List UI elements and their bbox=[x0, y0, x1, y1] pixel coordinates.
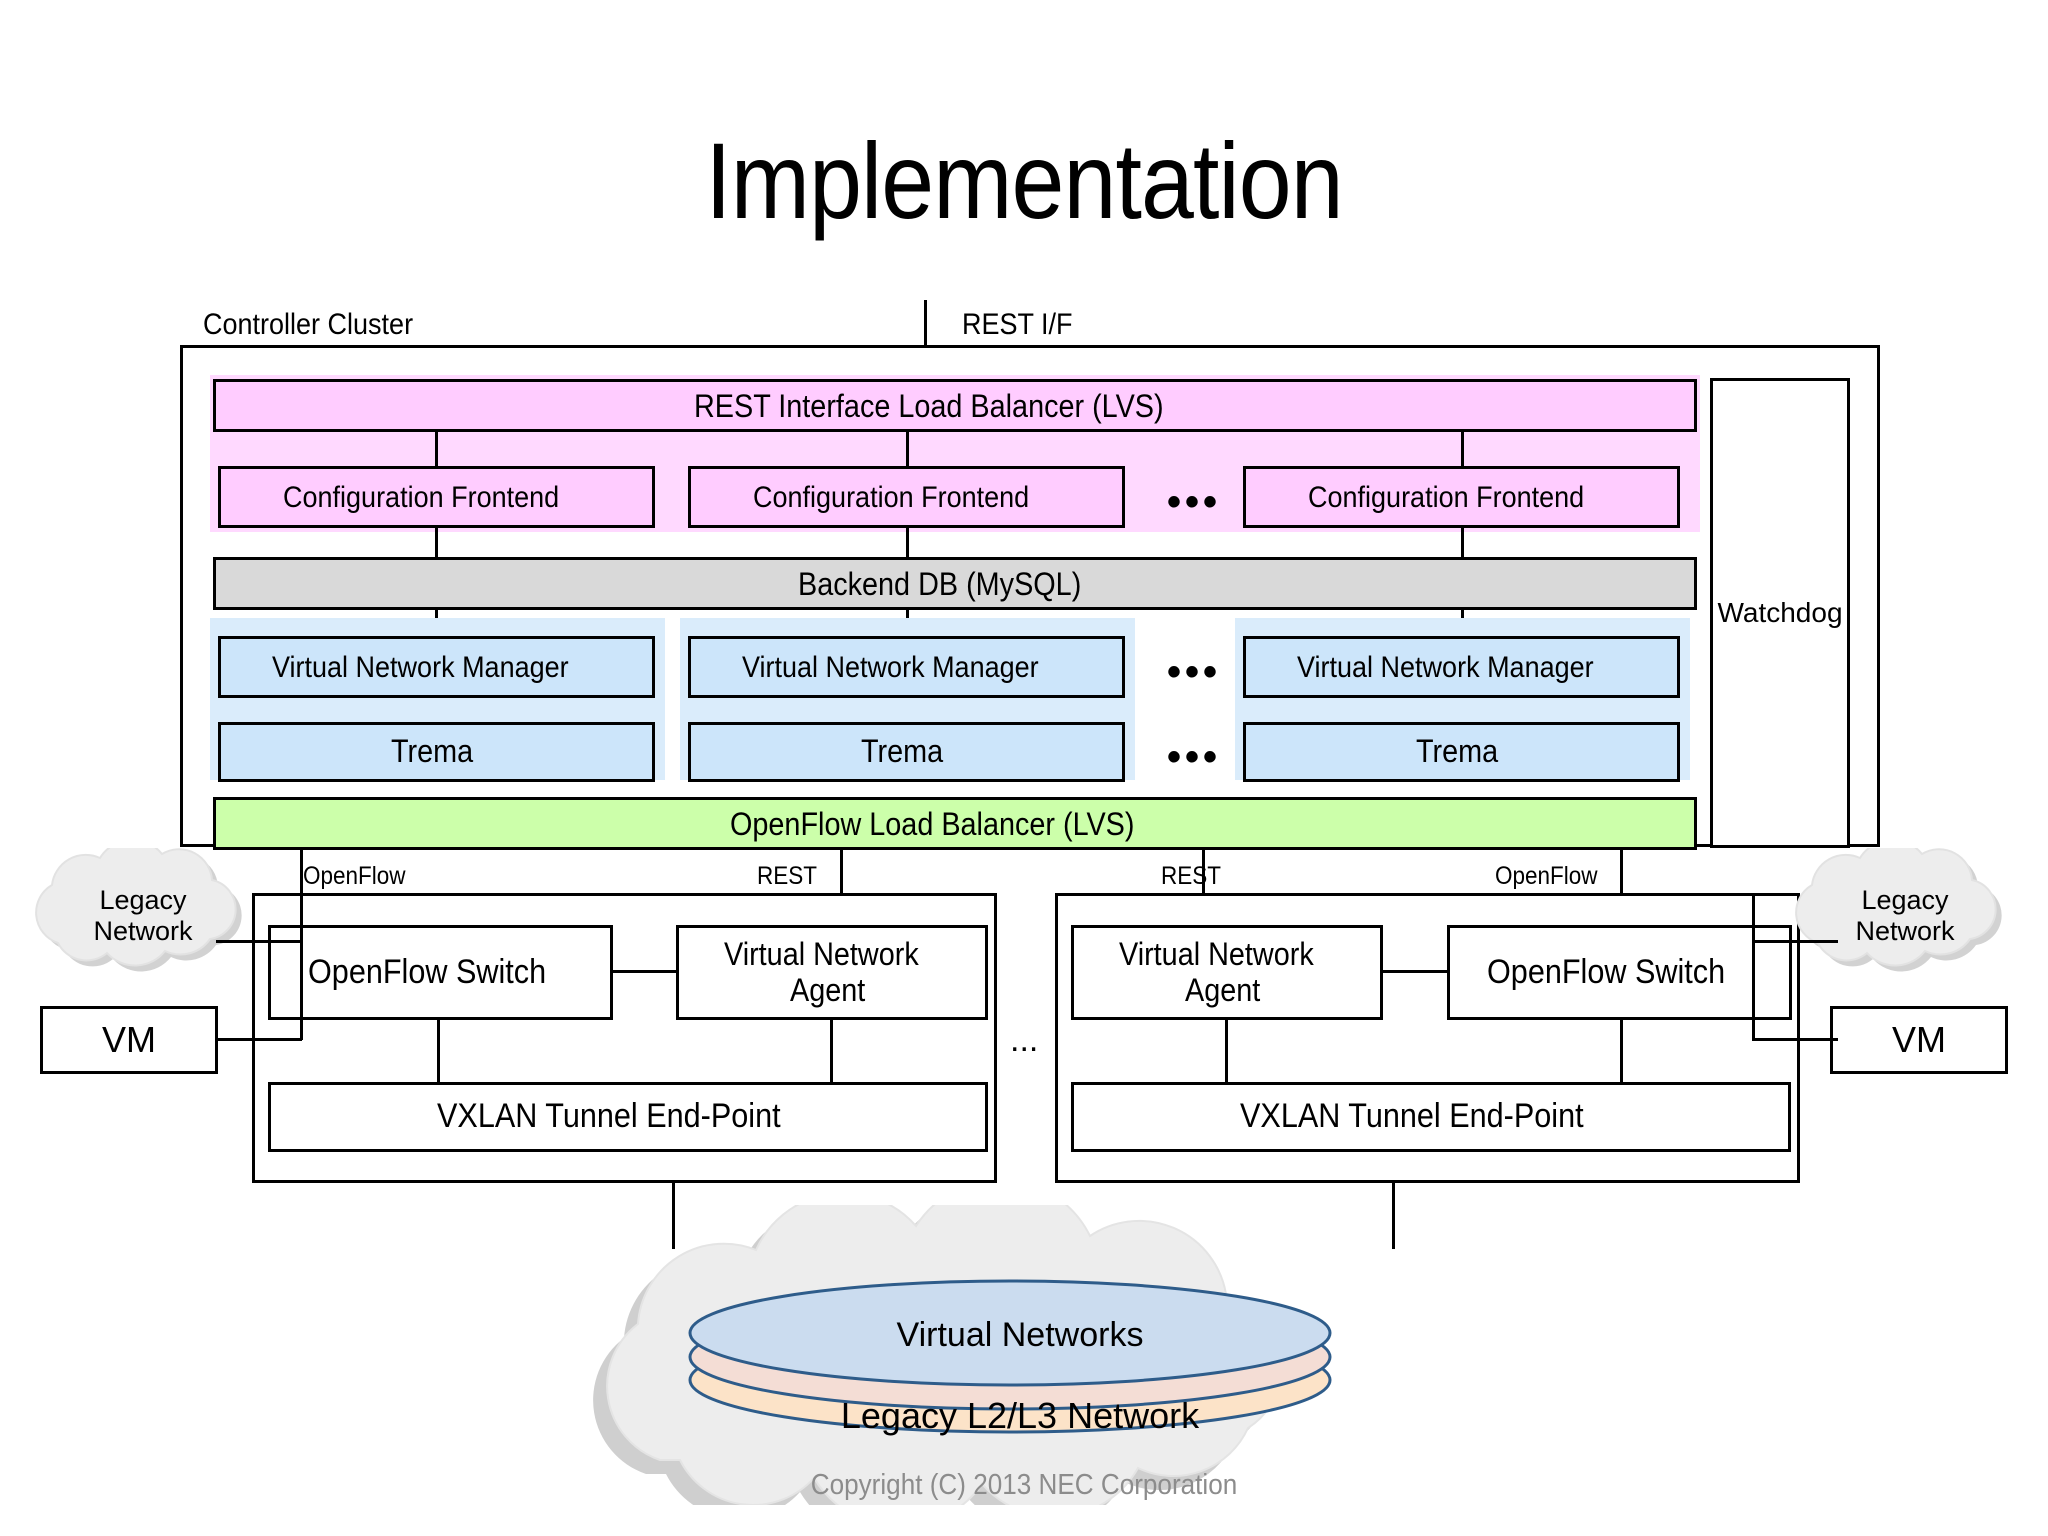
configuration-frontend-3-label: Configuration Frontend bbox=[1308, 480, 1585, 514]
vm-right-label: VM bbox=[1892, 1019, 1946, 1061]
connector-rest-right bbox=[1202, 847, 1205, 894]
right-openflow-switch[interactable]: OpenFlow Switch bbox=[1447, 925, 1792, 1020]
interface-label-rest-right: REST bbox=[1161, 862, 1222, 890]
connector-right-edge-vertical bbox=[1752, 894, 1755, 1040]
rest-if-label: REST I/F bbox=[962, 308, 1073, 341]
connector-vm-left-switch bbox=[216, 1038, 302, 1041]
connector-legacy-left-switch bbox=[216, 940, 302, 943]
rest-if-tick-line bbox=[924, 300, 927, 348]
connector-legacy-right-switch bbox=[1752, 940, 1838, 943]
trema-3-label: Trema bbox=[1415, 733, 1498, 770]
virtual-network-manager-1-label: Virtual Network Manager bbox=[271, 650, 569, 684]
legacy-left-line2: Network bbox=[93, 916, 193, 947]
legacy-network-cloud-right bbox=[1795, 848, 2002, 972]
interface-label-openflow-right: OpenFlow bbox=[1495, 862, 1598, 890]
connector-lvs-fe-1 bbox=[435, 432, 438, 470]
connector-vm-right-switch bbox=[1752, 1038, 1838, 1041]
configuration-frontend-3[interactable]: Configuration Frontend bbox=[1243, 466, 1680, 528]
openflow-load-balancer-band[interactable]: OpenFlow Load Balancer (LVS) bbox=[213, 797, 1697, 850]
trema-ellipsis: ••• bbox=[1167, 735, 1222, 779]
connector-right-switch-vtep bbox=[1620, 1019, 1623, 1083]
rest-load-balancer-band[interactable]: REST Interface Load Balancer (LVS) bbox=[213, 379, 1697, 432]
connector-lvs-fe-2 bbox=[906, 432, 909, 470]
connector-fe-db-2 bbox=[906, 528, 909, 560]
copyright-notice: Copyright (C) 2013 NEC Corporation bbox=[810, 1469, 1238, 1501]
right-agent-label-line2: Agent bbox=[1185, 971, 1261, 1008]
right-vtep-label: VXLAN Tunnel End-Point bbox=[1240, 1097, 1584, 1136]
connector-fe-db-1 bbox=[435, 528, 438, 560]
connector-right-agent-vtep bbox=[1225, 1019, 1228, 1083]
left-virtual-network-agent[interactable]: Virtual Network Agent bbox=[676, 925, 988, 1020]
left-agent-label-line2: Agent bbox=[790, 971, 866, 1008]
trema-2-label: Trema bbox=[860, 733, 943, 770]
connector-left-switch-vtep bbox=[437, 1019, 440, 1083]
legacy-l2l3-cloud bbox=[593, 1205, 1332, 1505]
trema-2[interactable]: Trema bbox=[688, 722, 1125, 782]
trema-1-label: Trema bbox=[390, 733, 473, 770]
connector-openflow-right bbox=[1620, 847, 1623, 894]
connector-openflow-left bbox=[300, 847, 303, 894]
right-openflow-switch-label: OpenFlow Switch bbox=[1487, 952, 1726, 991]
virtual-network-manager-3-label: Virtual Network Manager bbox=[1296, 650, 1594, 684]
vm-left[interactable]: VM bbox=[40, 1006, 218, 1074]
rest-load-balancer-label: REST Interface Load Balancer (LVS) bbox=[694, 387, 1164, 424]
server-group-ellipsis: ... bbox=[1010, 1021, 1039, 1059]
left-openflow-switch[interactable]: OpenFlow Switch bbox=[268, 925, 613, 1020]
virtual-network-manager-2-label: Virtual Network Manager bbox=[741, 650, 1039, 684]
legacy-right-line2: Network bbox=[1855, 916, 1955, 947]
vnm-ellipsis: ••• bbox=[1167, 650, 1222, 694]
trema-1[interactable]: Trema bbox=[218, 722, 655, 782]
connector-lvs-fe-3 bbox=[1461, 432, 1464, 470]
vm-right[interactable]: VM bbox=[1830, 1006, 2008, 1074]
page-title: Implementation bbox=[705, 120, 1343, 241]
configuration-frontend-2[interactable]: Configuration Frontend bbox=[688, 466, 1125, 528]
right-virtual-network-agent[interactable]: Virtual Network Agent bbox=[1071, 925, 1383, 1020]
legacy-network-cloud-right-text: Legacy Network bbox=[1800, 885, 2010, 947]
backend-db-label: Backend DB (MySQL) bbox=[797, 565, 1081, 602]
legacy-l2l3-network-label: Legacy L2/L3 Network bbox=[840, 1395, 1200, 1436]
configuration-frontend-1[interactable]: Configuration Frontend bbox=[218, 466, 655, 528]
interface-label-rest-left: REST bbox=[757, 862, 818, 890]
openflow-load-balancer-label: OpenFlow Load Balancer (LVS) bbox=[730, 805, 1135, 842]
virtual-network-manager-1[interactable]: Virtual Network Manager bbox=[218, 636, 655, 698]
connector-left-edge-vertical bbox=[300, 894, 303, 1040]
virtual-network-manager-2[interactable]: Virtual Network Manager bbox=[688, 636, 1125, 698]
left-agent-label-line1: Virtual Network bbox=[723, 936, 919, 973]
connector-left-agent-vtep bbox=[830, 1019, 833, 1083]
left-vxlan-tunnel-endpoint[interactable]: VXLAN Tunnel End-Point bbox=[268, 1082, 988, 1152]
configuration-frontend-1-label: Configuration Frontend bbox=[283, 480, 560, 514]
watchdog-box[interactable]: Watchdog bbox=[1710, 378, 1850, 848]
vm-left-label: VM bbox=[102, 1019, 156, 1061]
right-vxlan-tunnel-endpoint[interactable]: VXLAN Tunnel End-Point bbox=[1071, 1082, 1791, 1152]
connector-right-agent-switch bbox=[1381, 970, 1449, 973]
connector-right-vtep-network bbox=[1392, 1183, 1395, 1249]
connector-fe-db-3 bbox=[1461, 528, 1464, 560]
trema-3[interactable]: Trema bbox=[1243, 722, 1680, 782]
left-openflow-switch-label: OpenFlow Switch bbox=[308, 952, 547, 991]
backend-db-band[interactable]: Backend DB (MySQL) bbox=[213, 557, 1697, 610]
watchdog-label: Watchdog bbox=[1717, 596, 1843, 628]
connector-left-switch-agent bbox=[611, 970, 679, 973]
legacy-network-cloud-left bbox=[35, 848, 242, 972]
controller-cluster-label: Controller Cluster bbox=[203, 308, 414, 341]
configuration-frontend-2-label: Configuration Frontend bbox=[753, 480, 1030, 514]
interface-label-openflow-left: OpenFlow bbox=[303, 862, 406, 890]
frontend-ellipsis: ••• bbox=[1167, 480, 1222, 524]
left-vtep-label: VXLAN Tunnel End-Point bbox=[437, 1097, 781, 1136]
connector-rest-left bbox=[840, 847, 843, 894]
virtual-networks-label: Virtual Networks bbox=[896, 1316, 1144, 1354]
legacy-right-line1: Legacy bbox=[1861, 885, 1949, 915]
connector-left-vtep-network bbox=[672, 1183, 675, 1249]
legacy-network-cloud-left-text: Legacy Network bbox=[38, 885, 248, 947]
right-agent-label-line1: Virtual Network bbox=[1118, 936, 1314, 973]
virtual-network-manager-3[interactable]: Virtual Network Manager bbox=[1243, 636, 1680, 698]
legacy-left-line1: Legacy bbox=[99, 885, 187, 915]
